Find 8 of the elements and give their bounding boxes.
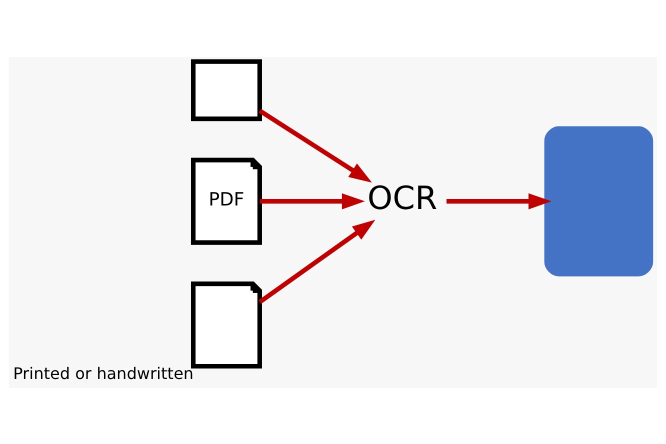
arrow <box>260 192 365 209</box>
node-box <box>544 126 654 276</box>
arrow <box>258 219 376 304</box>
node-box <box>190 58 262 121</box>
node-label: Printed or handwritten <box>13 364 194 383</box>
arrow <box>446 192 552 209</box>
node-text: OCR <box>367 178 438 217</box>
arrow <box>258 108 372 182</box>
